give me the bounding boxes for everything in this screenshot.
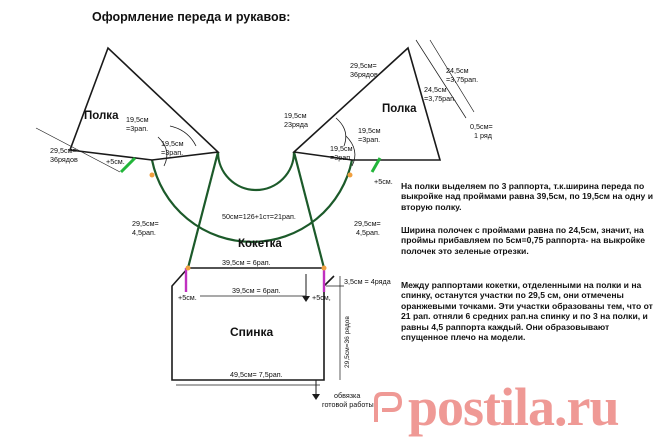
postila-logo-icon: [374, 392, 402, 422]
back-piece: [171, 265, 344, 400]
left-front-piece: [35, 46, 220, 178]
label-right-195a: 19,5см: [284, 111, 307, 120]
label-yoke-right-b: 4,5рап.: [356, 228, 380, 237]
label-back-obv-a: обвязка: [334, 391, 360, 400]
label-left-side-b: 36рядов: [50, 155, 78, 164]
label-right-top-b: 36рядов: [350, 70, 378, 79]
label-back-5-left: +5см.: [178, 293, 197, 302]
note-3: Между раппортами кокетки, отделенными на…: [401, 280, 653, 343]
label-left-side-a: 29,5см=: [50, 146, 77, 155]
right-front-piece: [292, 39, 475, 178]
note-2: Ширина полочек с проймами равна по 24,5с…: [401, 225, 645, 256]
label-right-5cm: +5см.: [374, 177, 393, 186]
piece-name-right-front: Полка: [382, 103, 417, 115]
label-back-side: 29,5см=36 рядов: [344, 316, 351, 368]
label-neck: 50см=126+1ст=21рап.: [222, 212, 296, 221]
label-right-245a: 24,5см: [446, 66, 469, 75]
label-right-245b: =3,75рап.: [446, 75, 478, 84]
piece-name-back: Спинка: [230, 325, 274, 339]
label-right-195b: 23ряда: [284, 120, 308, 129]
piece-name-yoke: Кокетка: [238, 238, 282, 250]
label-right-195c: 19,5см: [358, 126, 381, 135]
watermark: postila.ru: [408, 377, 620, 437]
label-right-195d: =3рап.: [358, 135, 380, 144]
note-1: На полки выделяем по 3 раппорта, т.к.шир…: [401, 181, 653, 212]
label-left-195c: 19,5см: [161, 139, 184, 148]
piece-name-left-front: Полка: [84, 110, 119, 122]
label-left-195d: =3рап.: [161, 148, 183, 157]
label-left-195a: 19,5см: [126, 115, 149, 124]
label-right-245c: 24,5см: [424, 85, 447, 94]
orange-marker-left: [149, 172, 155, 178]
label-right-195f: =3рап.: [330, 153, 352, 162]
label-yoke-left-a: 29,5см=: [132, 219, 159, 228]
label-yoke-bottom: 39,5см = 6рап.: [222, 258, 271, 267]
label-back-obv-b: готовой работы: [322, 400, 374, 409]
page-title: Оформление переда и рукавов:: [92, 10, 290, 24]
label-yoke-left-b: 4,5рап.: [132, 228, 156, 237]
label-yoke-right-a: 29,5см=: [354, 219, 381, 228]
label-right-05a: 0,5см=: [470, 122, 493, 131]
yoke-outline: [150, 151, 354, 269]
label-right-245d: =3,75рап.: [424, 94, 456, 103]
label-left-5cm: +5см.: [106, 157, 125, 166]
label-left-195b: =3рап.: [126, 124, 148, 133]
label-back-5-right: +5см,: [312, 293, 331, 302]
orange-marker-right: [347, 172, 353, 178]
label-back-35: 3,5см = 4ряда: [344, 277, 391, 286]
label-back-mid: 39,5см = 6рап.: [232, 286, 281, 295]
label-right-05b: 1 ряд: [474, 131, 493, 140]
label-right-195e: 19,5см: [330, 144, 353, 153]
label-back-bottom: 49,5см= 7,5рап.: [230, 370, 283, 379]
label-right-top-a: 29,5см=: [350, 61, 377, 70]
